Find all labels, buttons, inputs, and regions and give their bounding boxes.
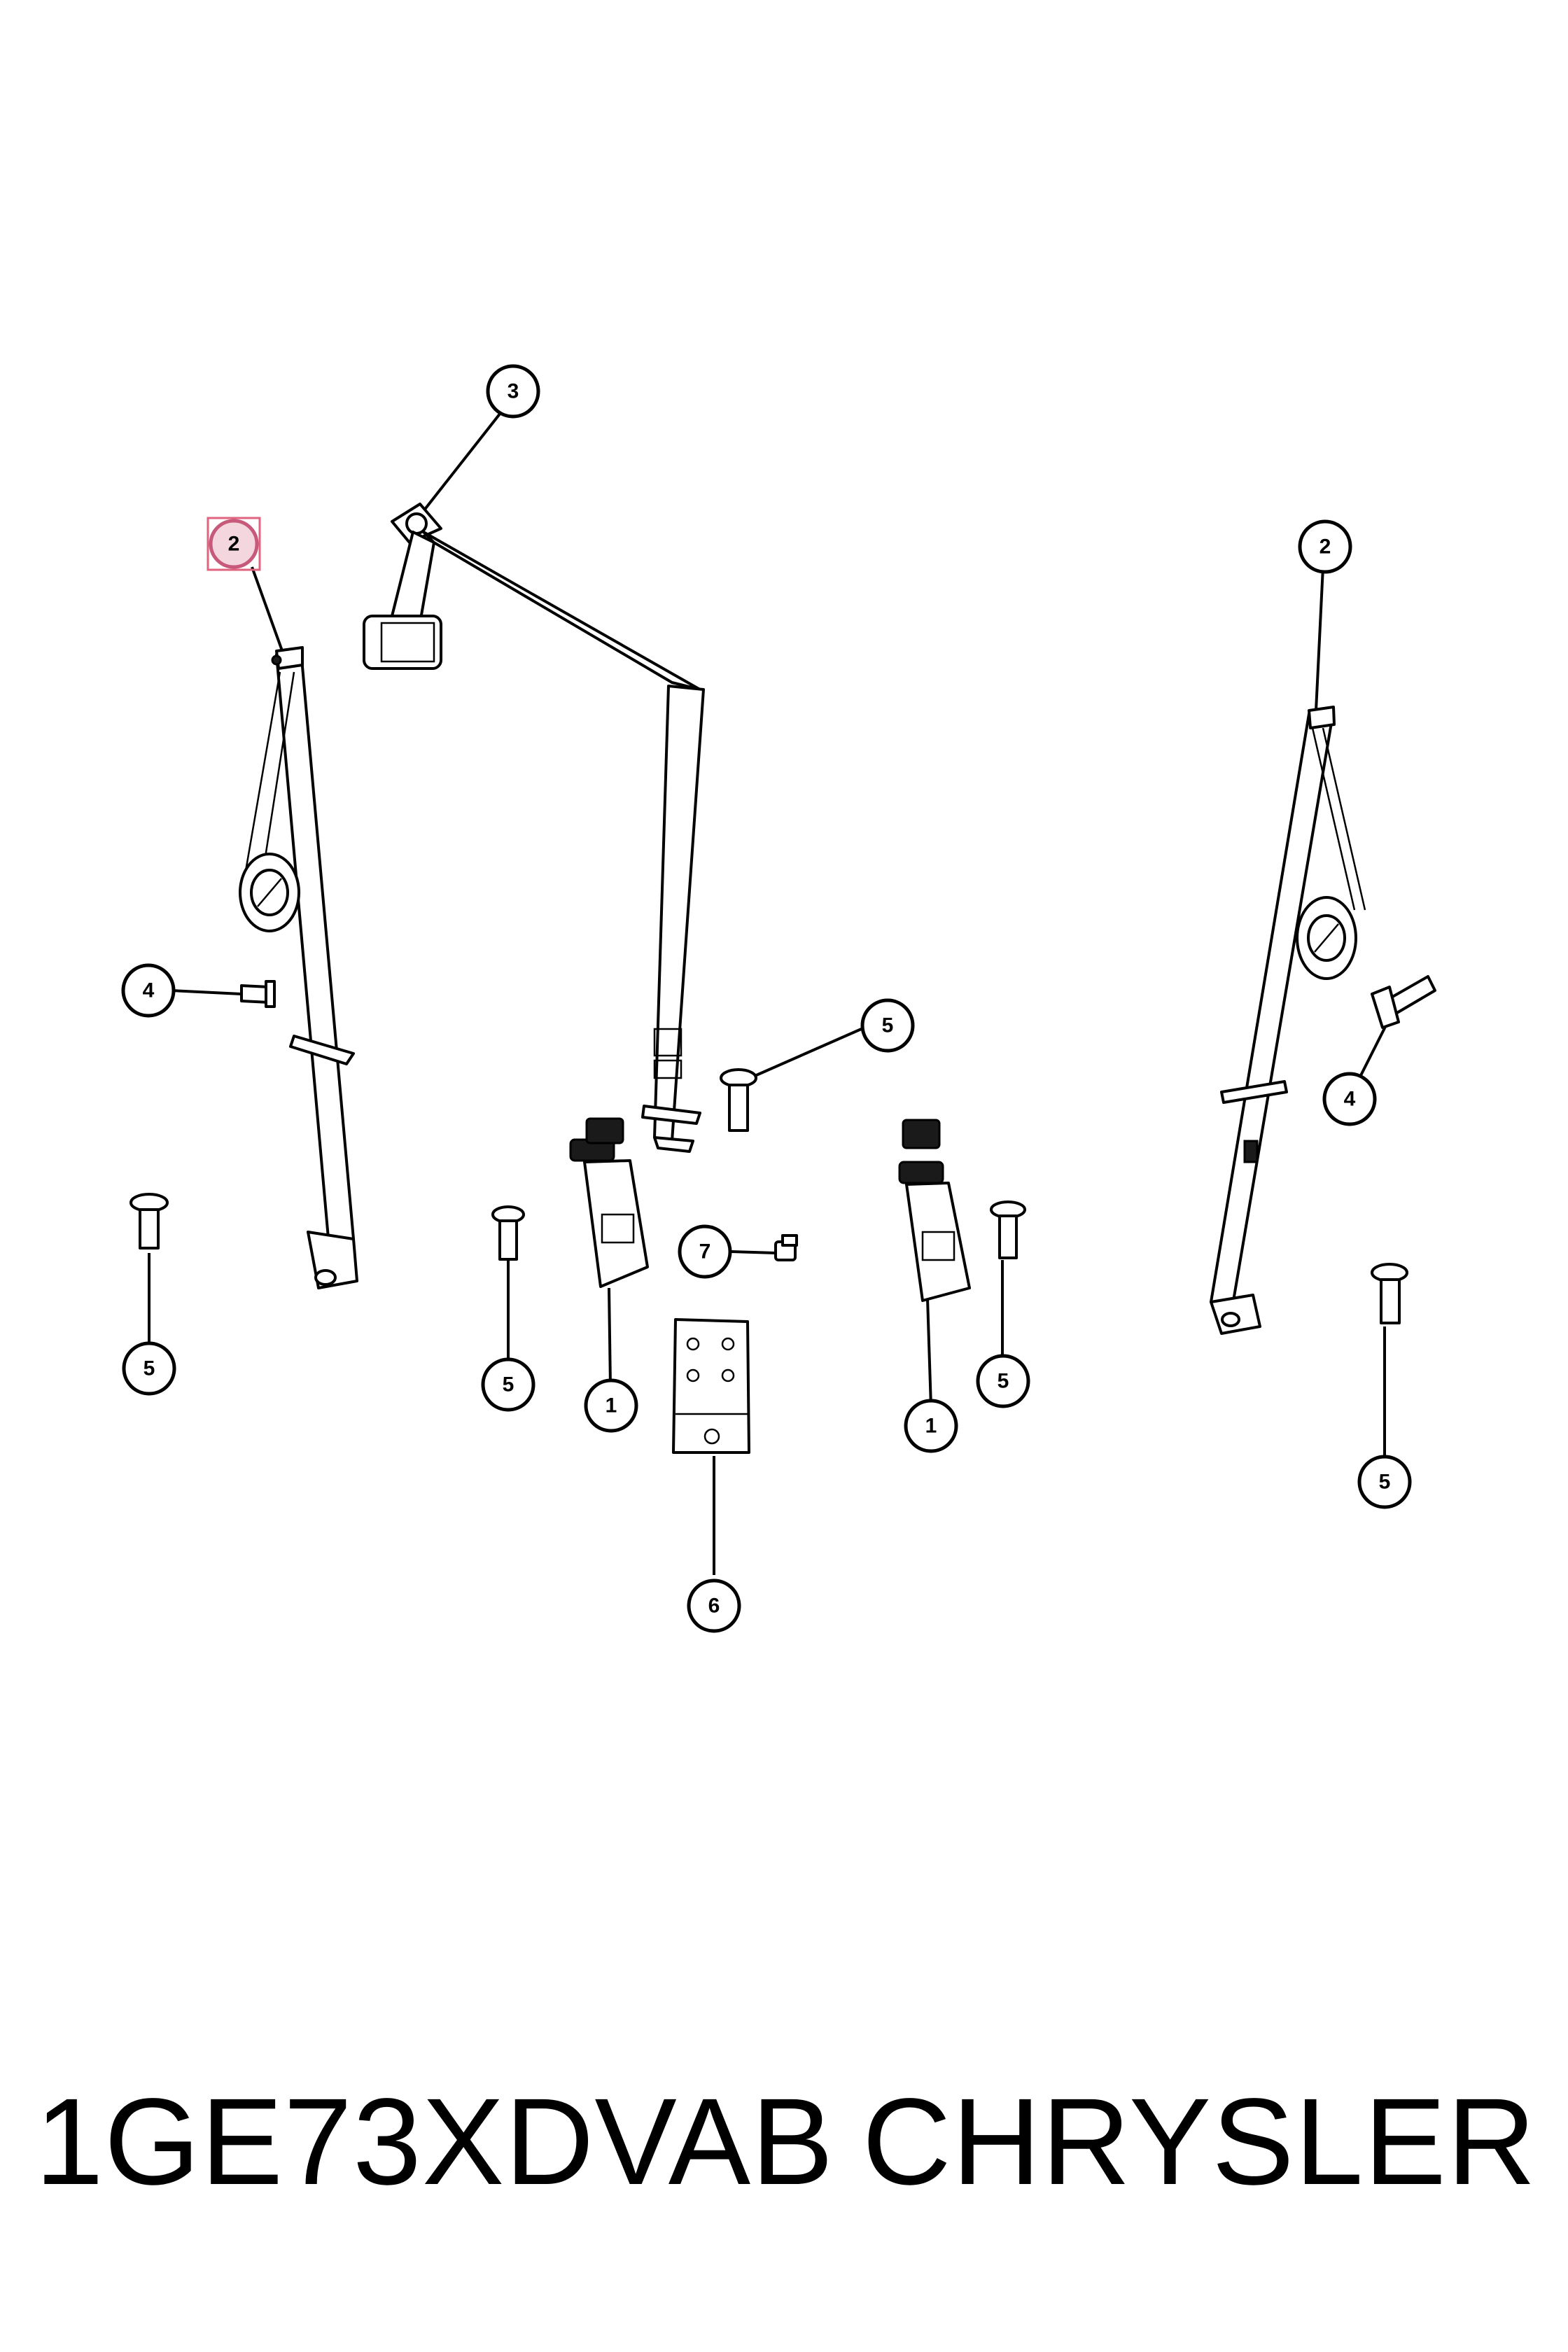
callout-4-left[interactable]: 4 xyxy=(121,963,176,1018)
diagram-footer: 1GE73XDVAB CHRYSLER xyxy=(0,2072,1568,2212)
callout-label: 2 xyxy=(228,533,240,556)
callout-label: 6 xyxy=(708,1595,720,1618)
callout-5-right[interactable]: 5 xyxy=(1357,1455,1412,1509)
bolt-5-left xyxy=(130,1193,169,1365)
callout-label: 4 xyxy=(143,979,155,1002)
callout-5-left[interactable]: 5 xyxy=(122,1341,176,1396)
callout-3[interactable]: 3 xyxy=(486,364,540,419)
bolt-4-left xyxy=(170,980,276,1008)
callout-label: 2 xyxy=(1320,536,1331,559)
bolt-5-center-right xyxy=(990,1200,1026,1378)
callout-1-right[interactable]: 1 xyxy=(904,1399,958,1453)
bolt-4-right xyxy=(1348,975,1436,1098)
callout-label: 1 xyxy=(925,1415,937,1438)
callout-label: 1 xyxy=(606,1394,617,1418)
part-number: 1GE73XDVAB xyxy=(35,2073,834,2211)
callout-label: 5 xyxy=(144,1357,155,1380)
callout-label: 5 xyxy=(1379,1471,1391,1494)
callout-4-right[interactable]: 4 xyxy=(1322,1072,1377,1126)
bolt-5-center xyxy=(720,1026,865,1132)
buckle-1-right xyxy=(898,1119,971,1408)
callout-2-right[interactable]: 2 xyxy=(1298,519,1352,574)
brand-name: CHRYSLER xyxy=(862,2073,1536,2211)
buckle-1-left xyxy=(569,1117,649,1387)
callout-7[interactable]: 7 xyxy=(678,1224,732,1279)
callout-1-left[interactable]: 1 xyxy=(584,1378,638,1433)
callout-5-center[interactable]: 5 xyxy=(860,998,915,1053)
callout-5-center-left[interactable]: 5 xyxy=(481,1357,536,1412)
callout-2-left[interactable]: 2 xyxy=(206,517,261,571)
callout-label: 5 xyxy=(997,1370,1009,1393)
callout-label: 3 xyxy=(507,380,519,403)
callout-label: 4 xyxy=(1344,1088,1356,1111)
callout-6[interactable]: 6 xyxy=(687,1578,741,1633)
callout-5-center-right[interactable]: 5 xyxy=(976,1354,1030,1408)
right-seat-belt-assembly xyxy=(1210,566,1366,1335)
bracket-6 xyxy=(672,1318,750,1575)
bolt-5-right xyxy=(1371,1263,1408,1462)
callout-label: 7 xyxy=(699,1240,711,1264)
left-seat-belt-assembly xyxy=(239,566,358,1289)
center-seat-belt-retractor xyxy=(363,412,705,1153)
callout-label: 5 xyxy=(503,1373,514,1396)
callout-label: 5 xyxy=(882,1014,894,1037)
clip-7 xyxy=(731,1234,798,1261)
bolt-5-center-left xyxy=(491,1205,525,1385)
